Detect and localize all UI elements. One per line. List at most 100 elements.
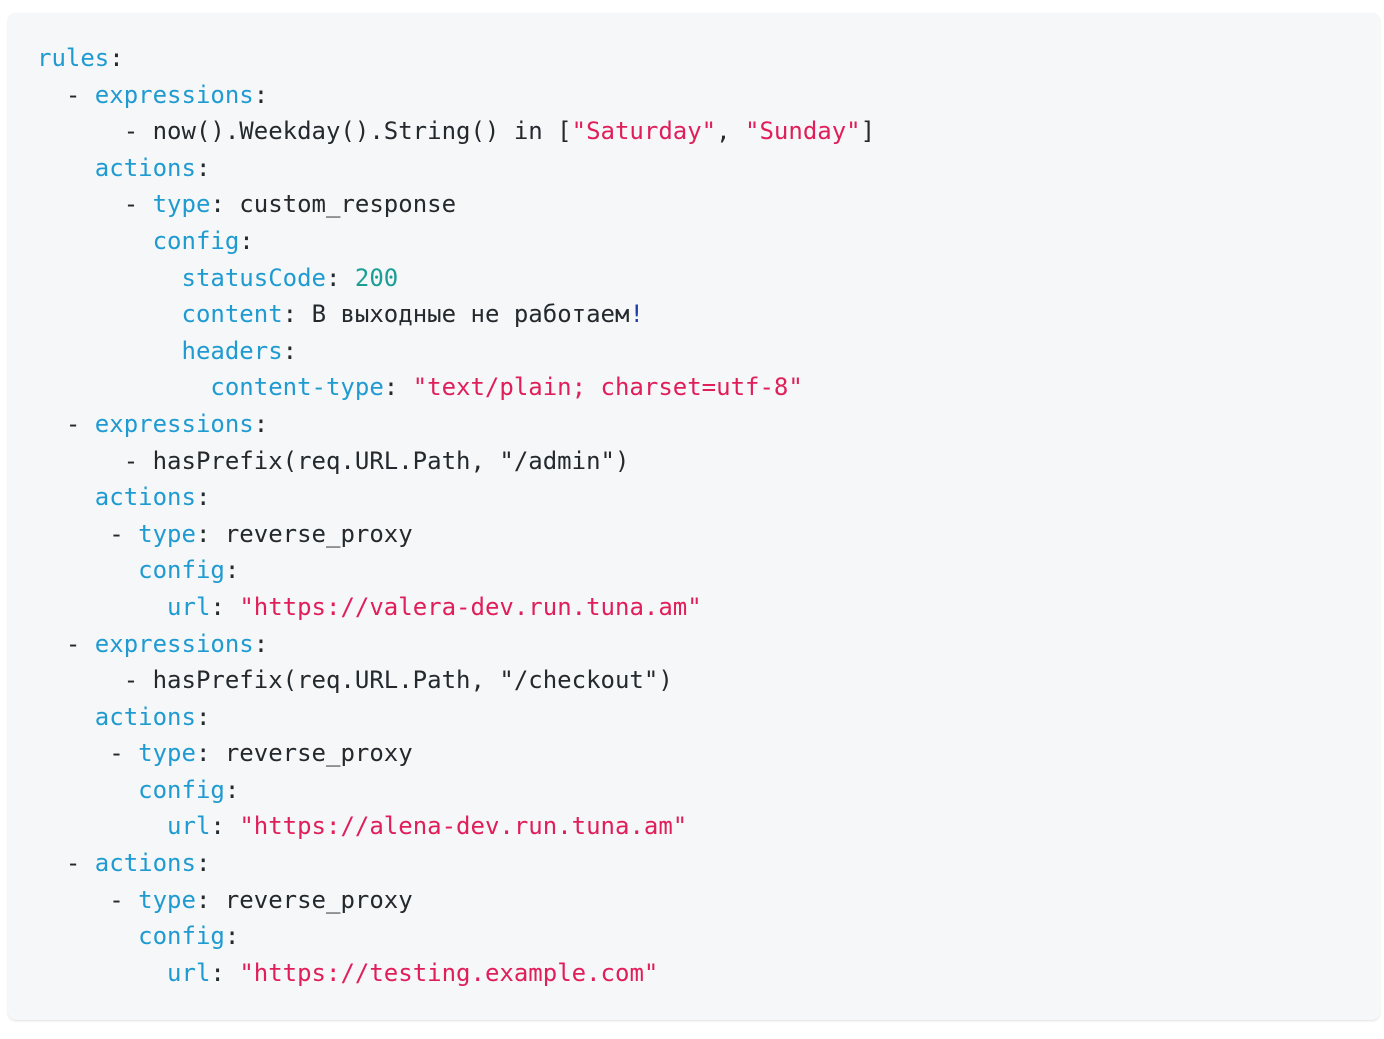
code-token-punct: :	[253, 629, 269, 658]
code-token-plain: - hasPrefix(req.URL.Path, "/checkout")	[37, 666, 673, 695]
code-line: config:	[37, 552, 1380, 589]
code-token-punct: :	[224, 556, 240, 585]
code-token-plain: - hasPrefix(req.URL.Path, "/admin")	[37, 446, 630, 475]
code-token-plain: ]	[860, 117, 876, 146]
code-token-plain	[37, 264, 182, 292]
code-token-punct: :	[195, 885, 225, 914]
code-token-plain: reverse_proxy	[224, 739, 413, 768]
code-token-plain	[37, 154, 95, 182]
code-token-plain: -	[37, 519, 139, 548]
code-token-plain: -	[37, 849, 95, 878]
code-line: url: "https://testing.example.com"	[37, 955, 1380, 992]
code-token-key: config	[152, 226, 240, 255]
code-line: config:	[37, 918, 1380, 955]
code-token-plain	[37, 703, 95, 731]
code-token-key: expressions	[94, 80, 254, 109]
code-token-key: type	[138, 519, 196, 548]
code-token-plain: ,	[716, 117, 746, 146]
code-token-punct: :	[253, 409, 269, 438]
code-token-key: url	[167, 812, 211, 841]
code-token-plain: reverse_proxy	[224, 885, 413, 914]
code-token-punct: :	[253, 80, 269, 109]
code-token-punct: :	[195, 483, 211, 512]
code-token-plain	[37, 776, 138, 804]
code-token-punct: :	[326, 263, 355, 292]
code-line: content-type: "text/plain; charset=utf-8…	[37, 369, 1380, 406]
code-line: url: "https://valera-dev.run.tuna.am"	[37, 589, 1380, 626]
code-line: headers:	[37, 333, 1380, 370]
code-token-num: 200	[354, 263, 399, 292]
code-token-punct: :	[282, 300, 312, 329]
code-token-plain	[37, 922, 138, 950]
code-line: - actions:	[37, 845, 1380, 882]
code-token-key: type	[152, 190, 211, 219]
code-line: actions:	[37, 479, 1380, 516]
code-token-plain: -	[37, 885, 139, 914]
code-line: - type: reverse_proxy	[37, 882, 1380, 919]
code-token-plain	[37, 337, 182, 365]
code-block: rules: - expressions: - now().Weekday().…	[8, 13, 1380, 1020]
code-token-str: "Sunday"	[745, 117, 861, 146]
code-token-punct: :	[210, 592, 240, 621]
code-token-punct: :	[282, 336, 298, 365]
code-token-str: "https://valera-dev.run.tuna.am"	[239, 592, 702, 621]
code-token-punct: :	[224, 775, 240, 804]
code-token-plain	[37, 812, 167, 840]
code-token-plain	[37, 300, 182, 328]
code-token-plain: custom_response	[239, 190, 457, 219]
code-line: - type: reverse_proxy	[37, 516, 1380, 553]
code-line: - hasPrefix(req.URL.Path, "/checkout")	[37, 662, 1380, 699]
code-token-plain	[37, 556, 138, 584]
code-token-key: config	[138, 775, 225, 804]
code-line: - expressions:	[37, 77, 1380, 114]
code-token-plain: reverse_proxy	[224, 519, 413, 548]
code-token-key: expressions	[94, 409, 254, 438]
code-line: - expressions:	[37, 626, 1380, 663]
code-token-plain: -	[37, 629, 95, 658]
code-token-plain: -	[37, 190, 153, 219]
code-token-str: "https://testing.example.com"	[239, 958, 659, 987]
code-line: - type: reverse_proxy	[37, 735, 1380, 772]
code-line: url: "https://alena-dev.run.tuna.am"	[37, 808, 1380, 845]
code-token-key: statusCode	[181, 263, 327, 292]
code-token-plain	[37, 593, 167, 621]
code-token-key: type	[138, 885, 196, 914]
code-token-key: actions	[94, 483, 196, 512]
code-token-key: config	[138, 922, 225, 951]
code-token-punct: :	[195, 739, 225, 768]
code-token-plain	[37, 959, 167, 987]
code-token-plain	[37, 227, 153, 255]
code-token-str: "https://alena-dev.run.tuna.am"	[239, 812, 688, 841]
code-token-bang: !	[629, 300, 644, 329]
code-line: statusCode: 200	[37, 260, 1380, 297]
code-token-str: "text/plain; charset=utf-8"	[412, 373, 803, 402]
code-token-key: actions	[94, 153, 196, 182]
code-token-key: type	[138, 739, 196, 768]
code-token-punct: :	[210, 812, 240, 841]
code-token-key: url	[167, 958, 211, 987]
code-token-punct: :	[195, 849, 211, 878]
code-token-plain: В выходные не работаем	[311, 300, 630, 329]
code-token-key: rules	[37, 44, 110, 72]
code-line: - now().Weekday().String() in ["Saturday…	[37, 113, 1380, 150]
code-line: - hasPrefix(req.URL.Path, "/admin")	[37, 443, 1380, 480]
code-token-key: headers	[181, 336, 283, 365]
code-token-key: config	[138, 556, 225, 585]
code-line: - expressions:	[37, 406, 1380, 443]
code-token-plain	[37, 373, 210, 401]
code-token-key: actions	[94, 849, 196, 878]
code-token-key: url	[167, 592, 211, 621]
code-token-punct: :	[195, 519, 225, 548]
code-token-punct: :	[239, 226, 254, 255]
code-token-punct: :	[224, 922, 240, 951]
code-token-str: "Saturday"	[571, 117, 717, 146]
code-token-punct: :	[210, 190, 240, 219]
code-token-key: content	[181, 300, 283, 329]
code-token-punct: :	[109, 44, 124, 72]
code-token-plain: -	[37, 739, 139, 768]
code-line: actions:	[37, 150, 1380, 187]
code-token-plain	[37, 483, 95, 511]
code-token-key: expressions	[94, 629, 254, 658]
code-token-key: content-type	[210, 373, 384, 402]
code-token-plain: - now().Weekday().String() in [	[37, 117, 572, 146]
